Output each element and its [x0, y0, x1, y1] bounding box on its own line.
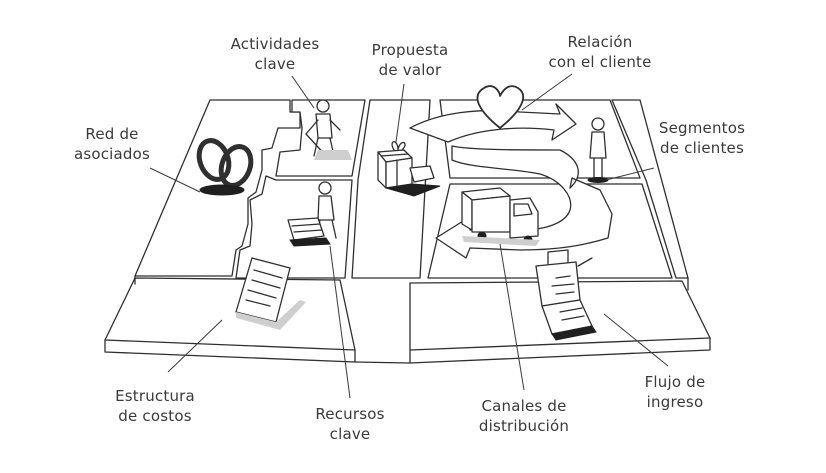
- leader-recursos: [329, 245, 351, 399]
- worker-icon: [305, 99, 352, 160]
- label-red-asociados: Red de asociados: [62, 124, 162, 164]
- bill-document-icon: [235, 257, 306, 330]
- person-with-cart-icon: [287, 181, 337, 247]
- label-segmentos-clientes: Segmentos de clientes: [642, 118, 762, 158]
- label-flujo-ingreso: Flujo de ingreso: [630, 372, 720, 412]
- label-recursos-clave-line2: clave: [329, 425, 371, 443]
- label-estructura-costos-line2: de costos: [118, 407, 192, 425]
- leader-lines: [149, 73, 669, 399]
- block-cost-structure: [104, 277, 356, 351]
- label-actividades-clave-line2: clave: [254, 55, 296, 73]
- person-icon: [587, 117, 609, 183]
- label-canales-distribucion-line1: Canales de: [481, 397, 567, 415]
- label-canales-distribucion-line2: distribución: [478, 417, 570, 435]
- cash-register-icon: [535, 249, 597, 341]
- label-recursos-clave-line1: Recursos: [315, 405, 385, 423]
- label-relacion-cliente: Relación con el cliente: [530, 32, 670, 72]
- linked-rings-icon: [196, 138, 254, 196]
- label-red-asociados-line2: asociados: [73, 145, 151, 163]
- leader-actividades: [291, 75, 315, 109]
- label-red-asociados-line1: Red de: [85, 125, 139, 143]
- label-flujo-ingreso-line2: ingreso: [646, 393, 704, 411]
- leader-flujo: [603, 313, 669, 367]
- label-propuesta-valor: Propuesta de valor: [360, 40, 460, 80]
- label-relacion-cliente-line1: Relación: [567, 33, 633, 51]
- label-segmentos-clientes-line2: de clientes: [660, 139, 744, 157]
- label-propuesta-valor-line2: de valor: [378, 61, 442, 79]
- gift-box-icon: [377, 141, 441, 197]
- label-recursos-clave: Recursos clave: [300, 404, 400, 444]
- label-estructura-costos-line1: Estructura: [115, 387, 195, 405]
- label-propuesta-valor-line1: Propuesta: [371, 41, 449, 59]
- heart-icon: [476, 85, 524, 129]
- label-segmentos-clientes-line1: Segmentos: [658, 119, 746, 137]
- block-customer-segments: [611, 99, 689, 279]
- label-estructura-costos: Estructura de costos: [100, 386, 210, 426]
- label-flujo-ingreso-line1: Flujo de: [644, 373, 706, 391]
- label-actividades-clave-line1: Actividades: [230, 35, 320, 53]
- label-relacion-cliente-line2: con el cliente: [548, 53, 652, 71]
- leader-estructura: [167, 319, 223, 373]
- label-actividades-clave: Actividades clave: [220, 34, 330, 74]
- leader-canales: [499, 243, 525, 391]
- delivery-truck-icon: [461, 187, 540, 246]
- leader-red-asociados: [149, 167, 201, 193]
- leader-segmentos: [605, 167, 655, 181]
- canvas-board: [104, 99, 711, 364]
- leader-propuesta: [395, 83, 405, 143]
- leader-relacion: [521, 73, 573, 111]
- label-canales-distribucion: Canales de distribución: [464, 396, 584, 436]
